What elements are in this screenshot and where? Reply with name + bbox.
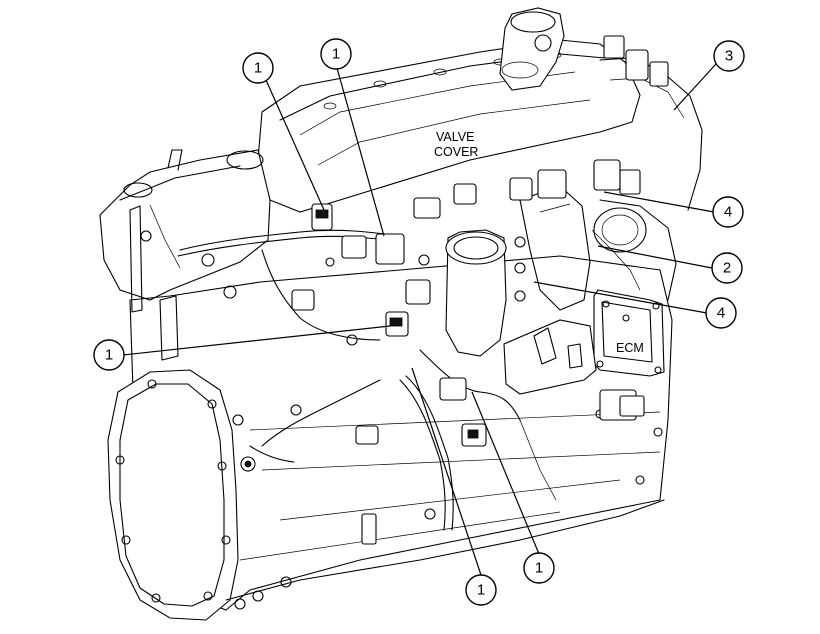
- callout-1-bottom-left: 1: [465, 574, 497, 606]
- leader-1-e: [471, 391, 540, 555]
- svg-text:1: 1: [105, 347, 113, 364]
- callout-4-upper: 4: [712, 196, 744, 228]
- callout-2: 2: [711, 252, 743, 284]
- leader-1-b: [336, 67, 385, 237]
- valve-cover-label-line2: COVER: [434, 145, 478, 159]
- right-side-components: [537, 159, 677, 421]
- svg-text:1: 1: [477, 582, 485, 599]
- callouts: 1 1 3 4 2 4 1 1: [93, 38, 745, 606]
- svg-text:4: 4: [724, 204, 732, 221]
- leader-3: [673, 63, 717, 111]
- engine-illustration: [99, 7, 703, 621]
- leader-1-a: [265, 79, 325, 211]
- ecm-module: [593, 289, 665, 377]
- valve-cover-label-line1: VALVE: [436, 130, 474, 144]
- callout-3: 3: [713, 40, 745, 72]
- flywheel-housing: [107, 369, 239, 621]
- text-labels: VALVE COVER ECM: [434, 130, 644, 355]
- leader-1-c: [122, 325, 391, 356]
- svg-text:2: 2: [723, 260, 731, 277]
- leader-1-d: [411, 367, 482, 576]
- callout-1-upper-center: 1: [320, 38, 352, 70]
- svg-text:4: 4: [717, 305, 725, 322]
- wiring-harness: [177, 229, 521, 531]
- leader-2: [597, 245, 713, 269]
- svg-text:1: 1: [332, 46, 340, 63]
- ecm-label: ECM: [616, 341, 644, 355]
- injector-connectors: [291, 177, 533, 447]
- callout-1-upper-left: 1: [242, 52, 274, 84]
- leader-4-b: [533, 281, 708, 314]
- leader-lines: [122, 63, 717, 576]
- svg-text:1: 1: [535, 560, 543, 577]
- front-head: [99, 149, 271, 301]
- callout-1-bottom-right: 1: [523, 552, 555, 584]
- callout-4-lower: 4: [705, 297, 737, 329]
- svg-text:3: 3: [725, 48, 733, 65]
- svg-text:1: 1: [254, 60, 262, 77]
- leader-4-a: [603, 191, 715, 213]
- callout-1-left: 1: [93, 339, 125, 371]
- mount-bracket: [503, 319, 597, 395]
